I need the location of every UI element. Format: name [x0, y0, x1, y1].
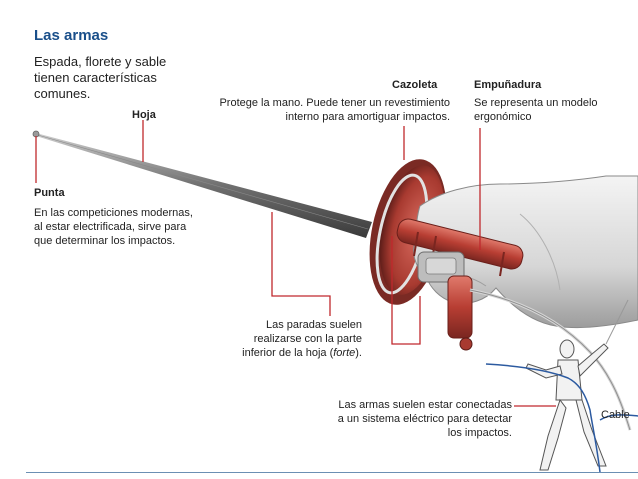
callout-lines	[35, 120, 556, 407]
paradas-callout-top	[271, 212, 331, 316]
paradas-text-a: Las paradas suelen realizarse con la par…	[242, 319, 362, 359]
blade	[35, 133, 372, 238]
paradas-forte: forte	[333, 347, 356, 359]
intro-text: Espada, florete y sable tienen caracterí…	[34, 54, 167, 101]
empunadura-title: Empuñadura	[474, 79, 542, 91]
cazoleta-description: Protege la mano. Puede tener un revestim…	[219, 97, 450, 123]
paradas-text-b: ).	[355, 347, 362, 359]
paradas-description: Las paradas suelen realizarse con la par…	[232, 318, 362, 360]
paradas-callout-right	[391, 236, 421, 345]
cazoleta-title: Cazoleta	[392, 79, 438, 91]
bottom-divider	[26, 472, 638, 473]
fencer-weapon	[605, 299, 629, 345]
hoja-label: Hoja	[132, 109, 156, 121]
pistol-grip	[417, 251, 473, 351]
fencer-figure	[525, 339, 609, 471]
armas-description: Las armas suelen estar conectadas a un s…	[337, 399, 512, 439]
cable-wire	[485, 363, 601, 473]
cable-label: Cable	[601, 409, 630, 421]
page-title: Las armas	[34, 27, 109, 44]
empunadura-description: Se representa un modelo ergonómico	[474, 97, 598, 123]
cable-wire-end	[599, 414, 638, 421]
punta-description: En las competiciones modernas, al estar …	[34, 207, 193, 247]
punta-title: Punta	[34, 187, 65, 199]
body-cord-outline	[469, 289, 631, 431]
